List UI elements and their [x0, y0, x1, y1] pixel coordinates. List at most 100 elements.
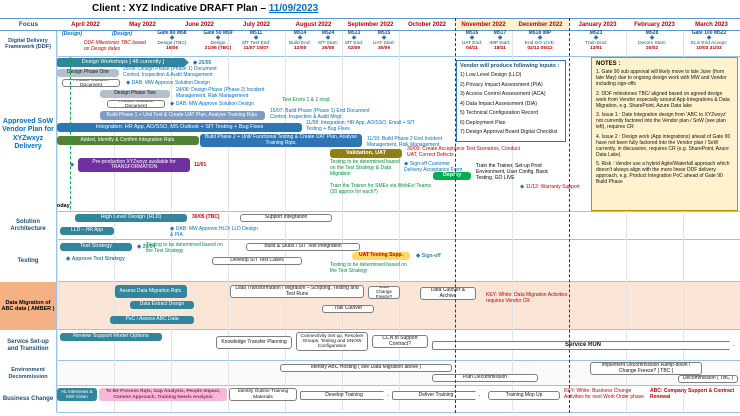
- bar-data-change-freeze: Data Change Freeze?: [368, 286, 400, 299]
- diamond-icon: ◆: [170, 226, 176, 232]
- milestone-name: M523: [589, 30, 603, 36]
- focus-environment: Environment Decommission: [0, 361, 57, 386]
- notes-box-item: 4. Issue 2 : Design work (App integratio…: [596, 133, 731, 158]
- month-apr: April 2022: [71, 21, 100, 28]
- gridline: [626, 31, 627, 413]
- month-sep: September 2022: [347, 21, 394, 28]
- dab-approve-note-1: ◆ DAB: MW Approve Solution Design: [126, 80, 234, 87]
- milestone-date: 15/06: [165, 46, 178, 52]
- milestone-name: M513: [347, 30, 361, 36]
- integration-note: 11/08: Integration; HR App, AD/SSO, Emai…: [306, 120, 415, 132]
- milestone-diamond-icon: ◆: [253, 35, 259, 42]
- milestone-name: M511: [249, 30, 263, 36]
- bar-data-cutover-archive: Data Cutover & Archive: [420, 287, 476, 300]
- page-title: Client : XYZ Indicative DRAFT Plan – 11/…: [92, 3, 318, 14]
- bar-implement-decommission: Implement Decommission Ramp-down / Chang…: [590, 362, 702, 375]
- notes-box-item: 3. Issue 1 : Date Integration design fro…: [596, 112, 727, 130]
- bar-support-integration: Support Integration: [240, 214, 332, 222]
- date-text: 25/05: [198, 60, 212, 66]
- design-workshops-date: ◆ 25/05: [193, 60, 227, 67]
- signoff-text: Sign-off: [421, 253, 441, 259]
- hld-date: 30/05 (TBC): [192, 214, 220, 220]
- milestone-date: 04/11: [466, 46, 478, 52]
- milestone-name: M518 IMP: [528, 30, 552, 36]
- milestone-sub: Decom Start:: [638, 41, 666, 47]
- ddf-milestone-gate80: Gate 80 M58 ◆ Design (TBC) 15/06: [145, 30, 199, 52]
- vendor-box-item: 3) Access Control Assessment (ACA): [460, 91, 546, 97]
- milestone-name: M515: [377, 30, 391, 36]
- milestone-sub: UAT End:: [461, 41, 483, 47]
- bar-ccn-support-contract: CCN to Support Contract?: [372, 335, 428, 348]
- diamond-icon: ◆: [170, 101, 176, 107]
- testing-tbd-note-1: Testing to be determined based on the Te…: [146, 242, 223, 254]
- milestone-diamond-icon: ◆: [537, 35, 543, 42]
- bar-integration: Integration: HR App, AD/SSO, MS Outlook …: [57, 123, 302, 132]
- dab-text: DAB: MW Approve Solution Design: [131, 80, 210, 86]
- milestone-date: 20/02: [645, 46, 658, 52]
- ddf-milestone-m513: M513 ◆ SfT End: 02/09: [334, 30, 374, 51]
- bar-poc-assess-abc: PoC / Assess ABC Data: [110, 316, 194, 324]
- ddf-milestone-m511: M511 ◆ SfT Test End: 11/07 15/07: [229, 30, 283, 51]
- ddf-milestone-m515: M515 ◆ UAT Start: 30/09: [364, 30, 404, 51]
- train-the-trainer-note: Train the Trainer for SMEs via WebEx/ Te…: [330, 183, 432, 195]
- milestone-sub: ELS End Accept:: [691, 41, 727, 47]
- ddf-design-label-2: (Design): [112, 31, 132, 37]
- bar-assess-data-migration: Assess Data Migration Rqts.: [115, 285, 187, 298]
- notes-box: NOTES : 1. Gate 90 sub approval will lik…: [591, 57, 738, 211]
- testing-tbd-note: Testing to be determined based on the Te…: [330, 159, 400, 177]
- bar-connectivity-setup: Connectivity Set up, Resolver Groups, Te…: [296, 332, 368, 351]
- milestone-sub: SfT Test End:: [241, 41, 271, 47]
- ddf-milestone-m528: M528 ◆ Decom Start: 20/02: [632, 30, 672, 52]
- month-oct: October 2022: [407, 21, 447, 28]
- dab-text: DAB: MW Approve Solution Design: [175, 101, 254, 107]
- notes-box-title: NOTES :: [596, 61, 621, 67]
- bar-build-phase-2: Build Phase 2 + Unit/ Functional Testing…: [200, 134, 362, 147]
- vendor-box-item: 7) Design Approval Board Digital Checkli…: [460, 129, 558, 135]
- gridline: [57, 31, 58, 413]
- month-mar: March 2023: [695, 21, 728, 28]
- bar-design-phase-two: Design Phase Two: [100, 90, 170, 98]
- month-nov: November 2022: [455, 19, 512, 30]
- testing-tbd-note-2: Testing to be determined based on the Te…: [330, 262, 407, 274]
- vendor-box-item: 2) Privacy Impact Assessment (PIA): [460, 81, 543, 88]
- milestone-date: 13/01: [589, 46, 602, 52]
- focus-business: Business Change: [0, 386, 57, 413]
- ddf-milestone-m516: M516 ◆ UAT End: 04/11: [452, 30, 492, 52]
- bar-hl-interviews: HL Interviews & MW Vision: [57, 388, 97, 401]
- warranty-text: 11/12: Warranty Support: [525, 184, 580, 190]
- bar-finalise-solution-1: Finalise Solution Document: [62, 79, 120, 87]
- vendor-box-title: Vendor will produce following inputs :: [460, 63, 560, 69]
- milestone-date: 18/11: [494, 46, 506, 52]
- bar-design-phase-one: Design Phase One: [57, 69, 119, 77]
- bar-uat-testing-supp: UAT Testing Supp.: [352, 252, 410, 260]
- diamond-icon: ◆: [137, 244, 143, 250]
- milestone-diamond-icon: ◆: [215, 35, 221, 42]
- ddf-milestone-m518: M518 IMP ◆ End GO LIVE: 02/12 05/12: [515, 30, 565, 51]
- bar-plan-decommission: Plan Decommission: [432, 374, 538, 382]
- phase-divider-jan: [569, 18, 570, 413]
- testing-signoff: ◆ Sign-off: [416, 253, 458, 260]
- ddf-milestone-m524: M524 ◆ SfT Start: 26/08: [308, 30, 348, 51]
- dab-approve-note-2: ◆ DAB: MW Approve Solution Design: [170, 101, 278, 108]
- milestone-name: M524: [321, 30, 335, 36]
- focus-testing: Testing: [0, 240, 57, 282]
- diamond-icon: ◆: [193, 60, 199, 66]
- bar-design-workshops: Design Workshops [ 48 currently ]: [57, 58, 189, 67]
- milestone-diamond-icon: ◆: [351, 35, 357, 42]
- gridline: [512, 31, 513, 413]
- build-phase-1-note: 15/07: Build Phase (Phase 1) End Documen…: [270, 108, 370, 120]
- gridline: [342, 31, 343, 413]
- bar-tobe-process-rqts: To Be Process Rqts, Gap Analysis, People…: [99, 388, 227, 401]
- abc-support-note: ABC: Company Support & Contract Renewal: [650, 388, 735, 400]
- milestone-name: Gate 80 M58: [157, 30, 187, 36]
- milestone-name: M517: [493, 30, 507, 36]
- ddf-milestone-m514: M514 ◆ Build End: 12/08: [280, 30, 320, 52]
- milestone-date: 12/08: [293, 46, 306, 52]
- ddf-milestone-gate100: Gate 100 M522 ◆ ELS End Accept: 10/03 31…: [681, 30, 737, 51]
- bar-trail-cutover: Trail Cutover: [322, 305, 374, 313]
- focus-data-migration: Data Migration of ABC data ( AMBER ): [0, 282, 57, 330]
- ddf-tbc-note: DDF Milestones TBC based on Design dates: [84, 40, 146, 52]
- bar-hld: High Level Design (HLD): [75, 214, 187, 222]
- bar-build-phase-1: Build Phase 1 + Unit Test & Create UAT P…: [100, 111, 265, 120]
- test-envts-note: Test Envts 1 & 2 reqd: [282, 97, 330, 103]
